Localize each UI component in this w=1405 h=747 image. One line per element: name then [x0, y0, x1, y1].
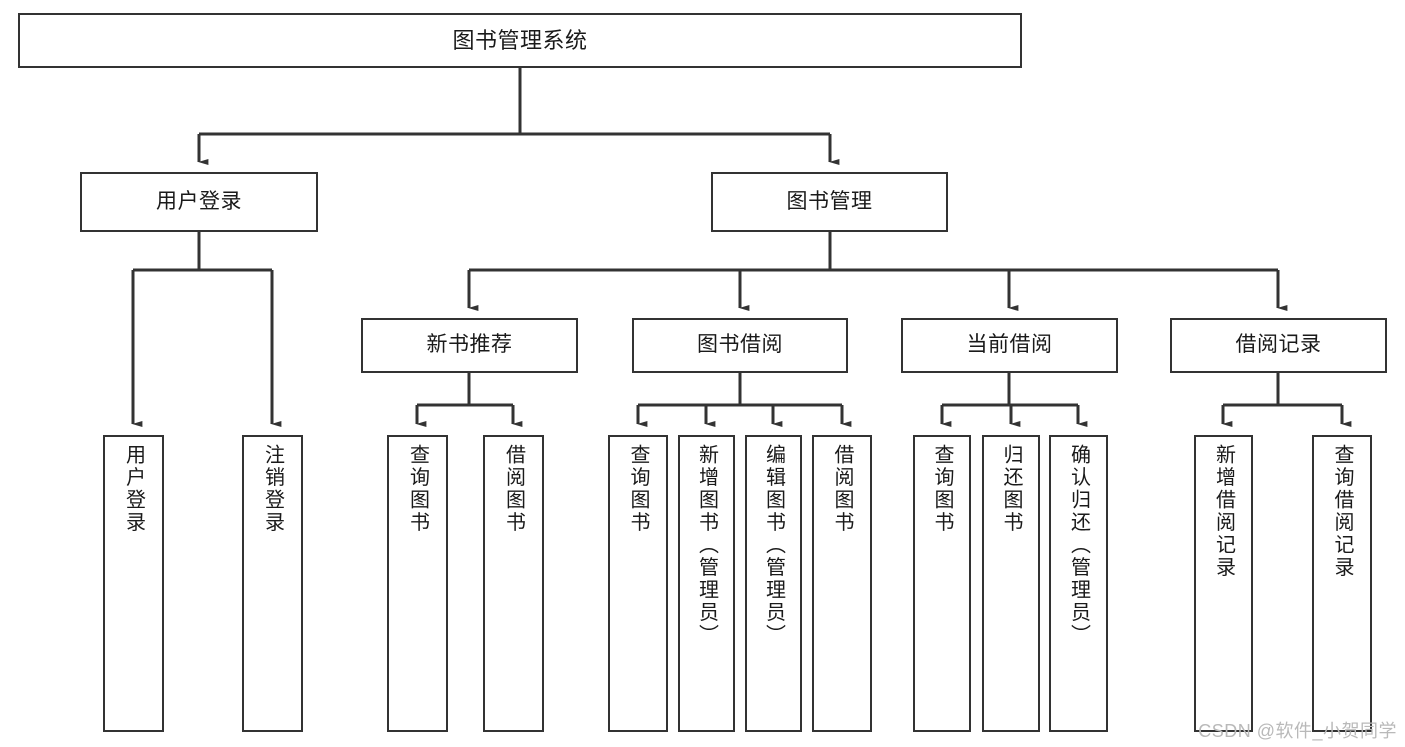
node-label: 借阅记录	[1235, 333, 1322, 357]
node-label: 查询图书	[931, 444, 953, 534]
leaf-records-add-record[interactable]: 新增借阅记录	[1194, 435, 1253, 732]
node-label: 图书借阅	[697, 333, 783, 357]
node-label: 借阅图书	[502, 444, 525, 534]
node-label: 查询借阅记录	[1331, 444, 1353, 579]
node-label: 新增图书（管理员）	[695, 444, 718, 647]
node-label: 注销登录	[261, 444, 284, 534]
leaf-current-confirm-return-admin[interactable]: 确认归还（管理员）	[1049, 435, 1108, 732]
node-borrow-records[interactable]: 借阅记录	[1170, 318, 1387, 373]
leaf-borrow-query-books[interactable]: 查询图书	[608, 435, 668, 732]
node-label: 查询图书	[627, 444, 649, 534]
leaf-records-query-record[interactable]: 查询借阅记录	[1312, 435, 1372, 732]
leaf-borrow-edit-book-admin[interactable]: 编辑图书（管理员）	[745, 435, 802, 732]
leaf-newbook-query-books[interactable]: 查询图书	[387, 435, 448, 732]
node-book-borrow[interactable]: 图书借阅	[632, 318, 848, 373]
leaf-user-login[interactable]: 用户登录	[103, 435, 164, 732]
leaf-newbook-borrow-books[interactable]: 借阅图书	[483, 435, 544, 732]
leaf-user-logout[interactable]: 注销登录	[242, 435, 303, 732]
node-new-book-recommend[interactable]: 新书推荐	[361, 318, 578, 373]
leaf-borrow-lend-books[interactable]: 借阅图书	[812, 435, 872, 732]
node-label: 新增借阅记录	[1212, 444, 1235, 579]
leaf-current-return-books[interactable]: 归还图书	[982, 435, 1040, 732]
node-label: 图书管理系统	[452, 27, 588, 53]
node-label: 查询图书	[406, 444, 429, 534]
node-label: 归还图书	[1000, 444, 1022, 534]
node-book-management[interactable]: 图书管理	[711, 172, 948, 232]
leaf-borrow-add-book-admin[interactable]: 新增图书（管理员）	[678, 435, 735, 732]
node-label: 借阅图书	[831, 444, 853, 534]
node-label: 图书管理	[786, 189, 873, 213]
leaf-current-query-books[interactable]: 查询图书	[913, 435, 971, 732]
node-label: 确认归还（管理员）	[1067, 444, 1090, 647]
node-label: 用户登录	[156, 189, 242, 213]
node-label: 当前借阅	[966, 333, 1053, 357]
node-label: 编辑图书（管理员）	[762, 444, 785, 647]
node-root-system[interactable]: 图书管理系统	[18, 13, 1022, 68]
csdn-watermark: CSDN @软件_小贺同学	[1198, 721, 1397, 741]
node-user-login[interactable]: 用户登录	[80, 172, 318, 232]
node-label: 用户登录	[122, 444, 145, 534]
node-current-borrow[interactable]: 当前借阅	[901, 318, 1118, 373]
node-label: 新书推荐	[426, 333, 513, 357]
